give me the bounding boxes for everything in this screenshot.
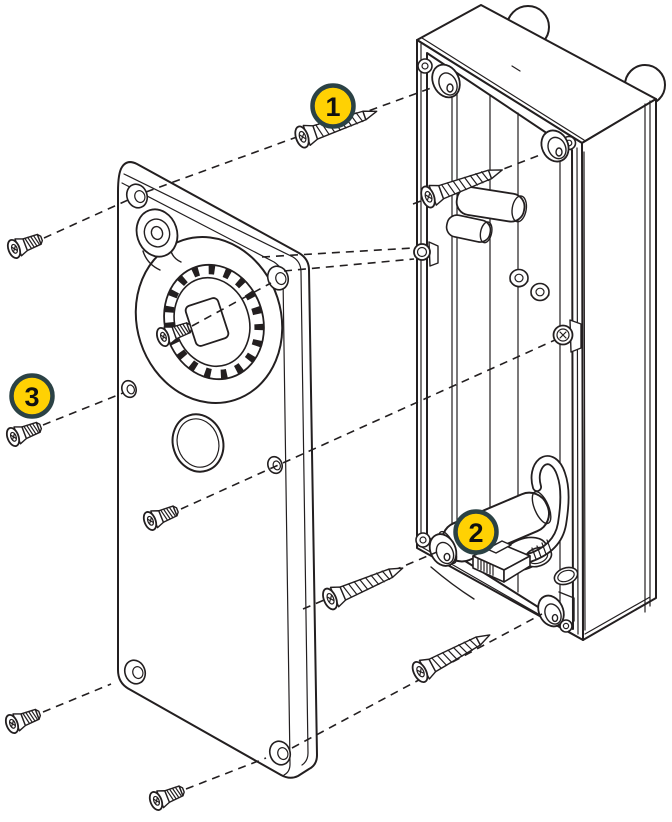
callout-1: 1	[310, 83, 356, 129]
callout-1-label: 1	[325, 92, 340, 122]
plate-chamfer-line	[123, 173, 309, 766]
mounting-box	[413, 4, 666, 641]
plate-corner-holes	[123, 183, 292, 766]
plate-screw-bottom-right	[146, 780, 188, 813]
rj45-pins	[477, 558, 494, 576]
plate-edge-holes	[121, 379, 283, 475]
callout-3-circle	[9, 373, 55, 419]
callout-2-label: 2	[468, 518, 483, 548]
front-plate	[117, 161, 318, 779]
camera-module	[134, 236, 284, 404]
boss-top-right	[540, 129, 577, 163]
gear-ring	[164, 265, 264, 379]
plate-screw-top-left	[4, 228, 46, 261]
lower-conduit-tube	[445, 214, 493, 244]
wall-screw-bottom-left	[319, 557, 408, 613]
callout-2: 2	[453, 509, 499, 555]
callout-3-label: 3	[24, 382, 39, 412]
boss-bottom-right	[537, 591, 575, 633]
side-boss-left	[413, 241, 439, 267]
upper-conduit-tube	[455, 186, 528, 223]
box-interior-seams	[451, 68, 561, 621]
callout-3: 3	[9, 373, 55, 419]
wall-screw-bottom-right	[408, 624, 496, 686]
boss-bottom-left	[415, 532, 458, 567]
network-cable	[524, 455, 570, 563]
callout-2-circle	[453, 509, 499, 555]
speaker-opening	[171, 413, 225, 473]
side-boss-right	[552, 319, 582, 353]
plate-screw-left-edge	[3, 416, 45, 449]
boss-top-left	[417, 58, 461, 99]
lens-opening	[135, 208, 179, 258]
callout-1-circle	[310, 83, 356, 129]
plate-screw-bottom-left	[2, 703, 44, 736]
box-front-rim	[416, 39, 584, 641]
interior-studs	[509, 268, 550, 302]
rj45-latch	[486, 540, 512, 554]
